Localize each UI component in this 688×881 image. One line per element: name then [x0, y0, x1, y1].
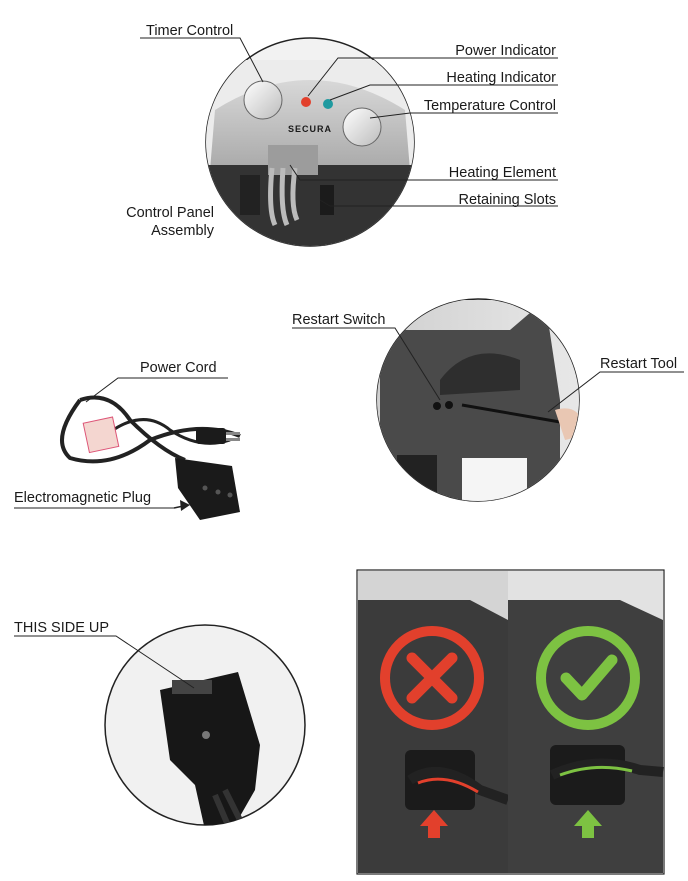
temperature-knob [342, 107, 382, 147]
timer-knob [243, 80, 283, 120]
restart-switch-label: Restart Switch [292, 312, 386, 328]
correct-check-icon [536, 626, 640, 730]
restart-photo [376, 298, 580, 502]
restart-tool-label: Restart Tool [600, 356, 678, 372]
power-cord-label: Power Cord [140, 360, 217, 376]
temperature-control-label: Temperature Control [423, 98, 556, 114]
retaining-slots-label: Retaining Slots [458, 192, 556, 208]
correct-arrow-up-icon [574, 810, 602, 838]
control-panel-assembly-label-line1: Control Panel [126, 205, 214, 221]
heating-indicator-light [323, 99, 333, 109]
wrong-x-icon [380, 626, 484, 730]
plug-closeup-photo [104, 624, 306, 826]
orientation-comparison [356, 569, 665, 875]
heating-element-label: Heating Element [448, 165, 556, 181]
power-indicator-label: Power Indicator [455, 43, 556, 59]
heating-indicator-label: Heating Indicator [446, 70, 556, 86]
restart-switch-hole [433, 402, 441, 410]
brand-logo-text: SECURA [288, 124, 333, 134]
timer-control-label: Timer Control [146, 23, 234, 39]
control-panel-assembly-label-line2: Assembly [151, 223, 214, 239]
power-cord-illustration [60, 395, 241, 520]
electromagnetic-plug-label: Electromagnetic Plug [14, 490, 152, 506]
control-panel-photo [205, 37, 415, 247]
wrong-arrow-up-icon [420, 810, 448, 838]
power-indicator-light [301, 97, 311, 107]
this-side-up-label: THIS SIDE UP [14, 620, 110, 636]
